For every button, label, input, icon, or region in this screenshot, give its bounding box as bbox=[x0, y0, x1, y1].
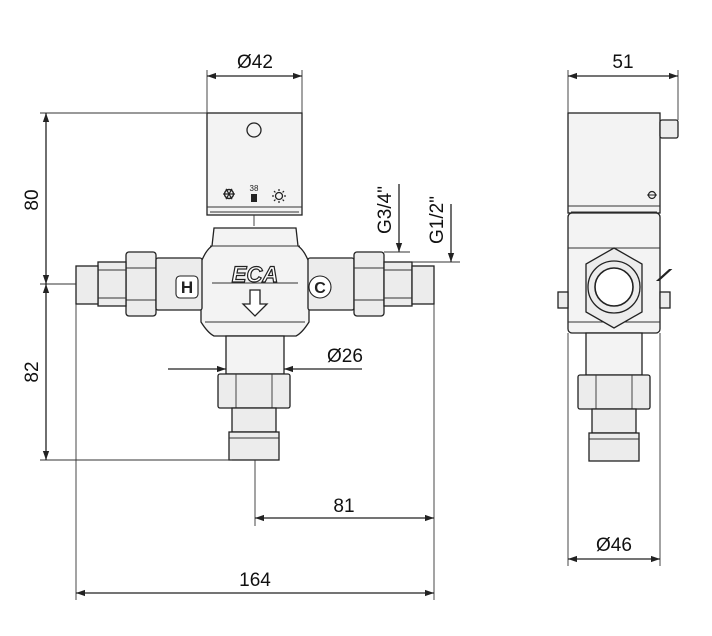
hot-label: H bbox=[181, 278, 193, 297]
side-outlet-neck bbox=[585, 332, 643, 376]
circle-icon bbox=[246, 122, 262, 138]
dimension-82: 82 bbox=[22, 361, 43, 382]
arrow-down-icon bbox=[241, 289, 269, 317]
side-dimensions: 51 Ø46 bbox=[567, 52, 679, 566]
cold-inlet-pipe-end bbox=[411, 265, 435, 305]
side-knob bbox=[567, 112, 661, 214]
sun-icon bbox=[272, 189, 286, 203]
side-view: ⟋ bbox=[557, 112, 679, 462]
outlet-neck bbox=[225, 335, 285, 375]
dimension-diameter-26: Ø26 bbox=[327, 346, 363, 367]
dimension-diameter-46: Ø46 bbox=[596, 535, 632, 556]
side-knob-pin bbox=[659, 119, 679, 139]
hot-inlet-nut bbox=[125, 251, 157, 317]
dimension-diameter-42: Ø42 bbox=[237, 52, 273, 73]
dimension-80: 80 bbox=[22, 189, 43, 210]
side-left-stub bbox=[557, 291, 569, 309]
outlet-nut bbox=[217, 373, 291, 409]
cold-label: C bbox=[314, 280, 326, 297]
side-outlet-pipe-end bbox=[588, 432, 640, 462]
dimension-164: 164 bbox=[239, 570, 271, 591]
front-dimensions: Ø42 80 82 G3/4" G1/2" Ø26 81 164 bbox=[22, 52, 460, 600]
thread-g12: G1/2" bbox=[427, 196, 448, 244]
cold-inlet-tail bbox=[383, 261, 413, 307]
dimension-81: 81 bbox=[333, 496, 354, 517]
hot-inlet-tail bbox=[97, 261, 127, 307]
outlet-pipe-end bbox=[228, 431, 280, 461]
side-outlet-tail bbox=[591, 408, 637, 434]
snowflake-icon bbox=[223, 188, 235, 200]
snowflake-icon bbox=[647, 190, 657, 200]
dimension-51: 51 bbox=[612, 52, 633, 73]
temperature-indicator bbox=[251, 194, 257, 202]
temperature-mark: 38 bbox=[250, 184, 259, 193]
valve-body bbox=[200, 227, 310, 337]
hot-inlet-pipe-end bbox=[75, 265, 99, 305]
side-right-stub bbox=[659, 291, 671, 309]
cold-inlet-nut bbox=[353, 251, 385, 317]
side-outlet-nut bbox=[577, 374, 651, 410]
outlet-tail bbox=[231, 407, 277, 433]
front-view: 38 H bbox=[75, 112, 435, 461]
side-brand-fragment: ⟋ bbox=[657, 267, 672, 283]
thread-g34: G3/4" bbox=[375, 186, 396, 234]
